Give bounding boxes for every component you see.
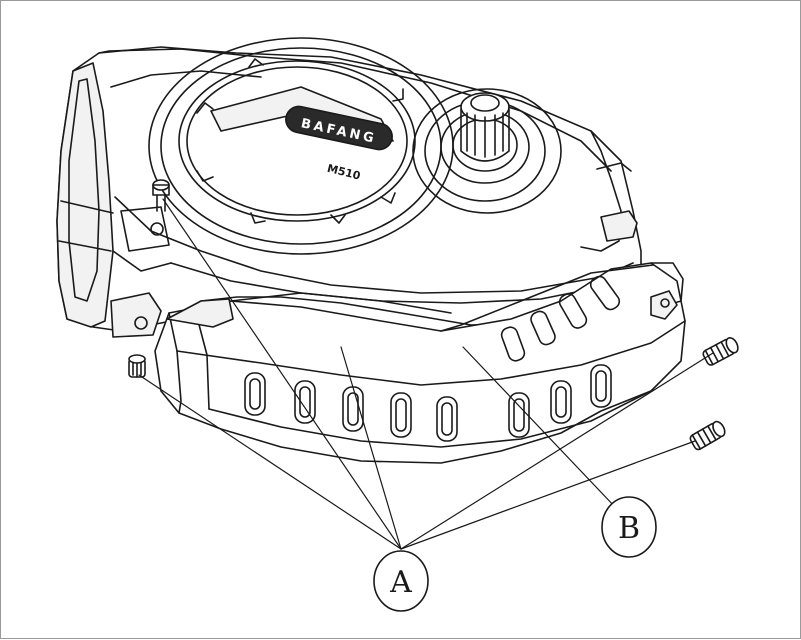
callout-a	[373, 550, 429, 612]
leader-a-upper-screw	[400, 352, 714, 550]
leader-a-housing	[340, 346, 402, 550]
right-screw-lower	[689, 420, 726, 451]
housing-bolt	[152, 179, 170, 212]
callout-b	[601, 496, 657, 558]
leader-a-lower-screw	[400, 440, 696, 550]
callout-a-label: A	[389, 565, 412, 600]
guard-cover-b	[154, 262, 686, 464]
left-screw	[128, 354, 146, 378]
motor-housing	[56, 46, 642, 338]
leader-b-cover	[462, 346, 618, 510]
vent-slots-lower	[244, 364, 612, 442]
right-screw-upper	[702, 337, 739, 366]
leader-lines	[138, 198, 714, 550]
leader-a-bolt	[162, 198, 402, 550]
vent-slots-upper	[500, 275, 621, 362]
drive-shaft	[412, 88, 562, 214]
leader-a-left-screw	[138, 374, 402, 550]
callout-b-label: B	[618, 511, 640, 546]
